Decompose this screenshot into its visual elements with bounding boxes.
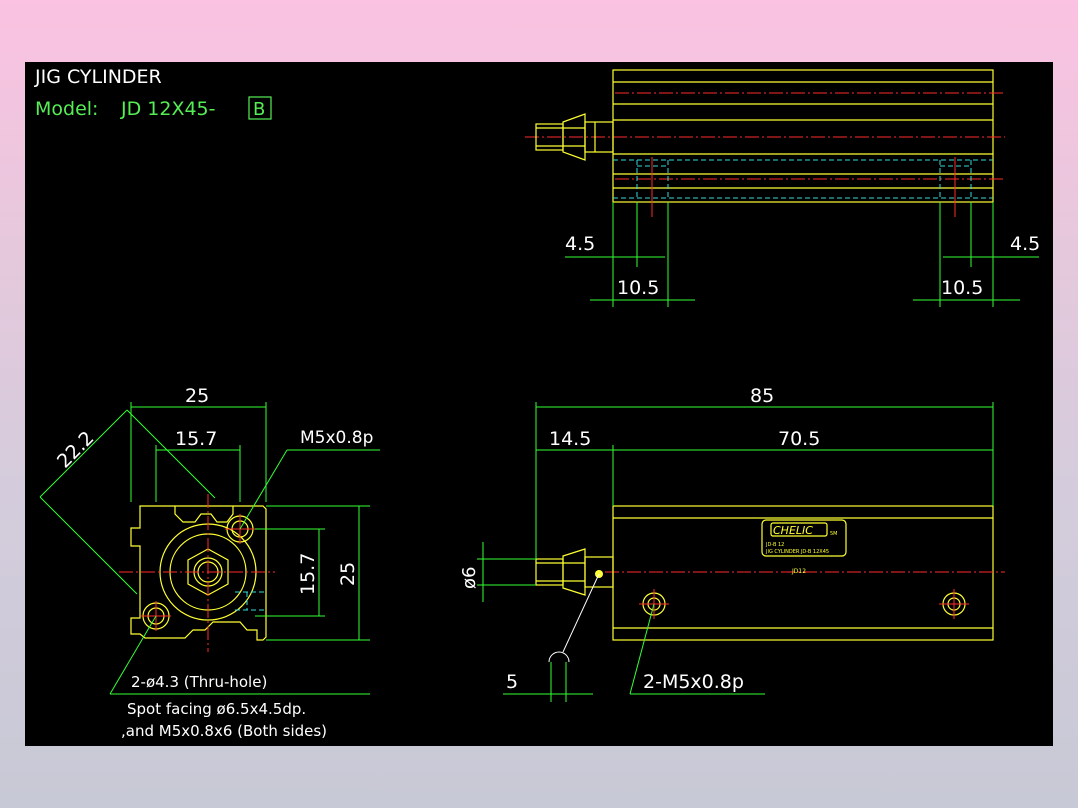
- plate-tag: 5M: [830, 531, 838, 537]
- dim-side-small: 5: [506, 671, 518, 693]
- dim-top-left-small: 4.5: [565, 233, 595, 255]
- model-suffix: B: [253, 99, 265, 120]
- plate-code: JD-B 12: [765, 542, 784, 548]
- note-thread: ,and M5x0.8x6 (Both sides): [121, 722, 327, 740]
- note-hole: 2-ø4.3 (Thru-hole): [131, 673, 267, 691]
- dim-top-right-small: 4.5: [1010, 233, 1040, 255]
- plate-small: JD12: [791, 568, 806, 575]
- dim-side-body: 70.5: [778, 428, 820, 450]
- dim-side-rod-section: 14.5: [549, 428, 591, 450]
- dim-side-tap: 2-M5x0.8p: [643, 671, 744, 693]
- model-suffix-box: [248, 96, 272, 120]
- dim-top-right-large: 10.5: [941, 277, 983, 299]
- model-label: Model:: [35, 98, 98, 120]
- drawing-title: JIG CYLINDER: [34, 66, 162, 88]
- dim-end-height: 25: [337, 562, 359, 586]
- top-view: [525, 69, 1039, 307]
- dim-end-inner-width: 15.7: [175, 428, 217, 450]
- model-value: JD 12X45-: [120, 98, 216, 120]
- side-view: [477, 402, 1005, 702]
- dim-end-width: 25: [185, 385, 209, 407]
- dim-end-height-inner: 15.7: [297, 553, 319, 595]
- dim-top-left-large: 10.5: [617, 277, 659, 299]
- drawing-canvas: JIG CYLINDER Model: JD 12X45- B: [25, 62, 1053, 746]
- dim-end-port: M5x0.8p: [300, 428, 373, 448]
- cad-drawing: JIG CYLINDER Model: JD 12X45- B: [34, 66, 1040, 740]
- end-view: [39, 402, 380, 695]
- plate-desc: JIG CYLINDER JD-B 12X45: [765, 549, 829, 555]
- dim-side-rod-dia: ø6: [459, 567, 480, 589]
- note-spot: Spot facing ø6.5x4.5dp.: [127, 700, 306, 718]
- dim-side-overall: 85: [750, 385, 774, 407]
- plate-brand: CHELIC: [773, 524, 813, 537]
- dim-end-diagonal: 22.2: [53, 427, 98, 472]
